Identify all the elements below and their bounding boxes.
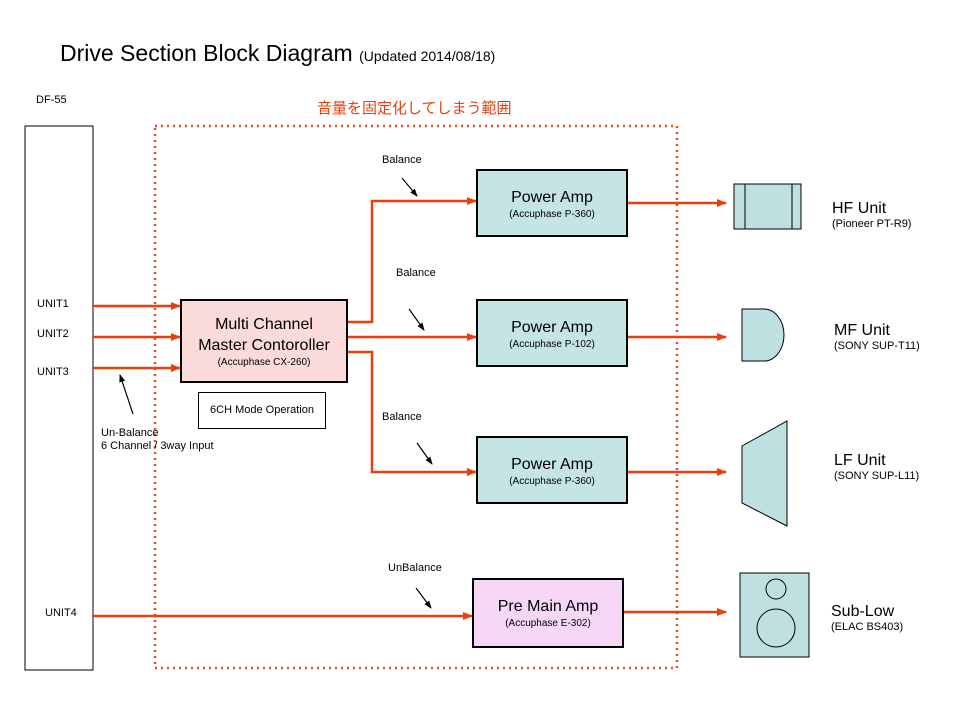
source-device-label: DF-55 [36, 94, 67, 106]
input-label-unit3: UNIT3 [37, 366, 69, 378]
lf-unit-label: LF Unit (SONY SUP-L11) [834, 452, 919, 482]
unit-model: (SONY SUP-L11) [834, 470, 920, 482]
input-note-line2: 6 Channel / 3way Input [101, 440, 214, 452]
input-note-line1: Un-Balance [101, 427, 159, 439]
unit-name: MF Unit [834, 322, 890, 339]
hf-unit-label: HF Unit (Pioneer PT-R9) [832, 200, 911, 230]
balance-arrow-3 [416, 442, 433, 465]
balance-arrow-1 [401, 177, 418, 197]
unit-name: LF Unit [834, 452, 886, 469]
cone-woofer-icon [741, 420, 788, 527]
speaker-cabinet-icon [739, 572, 810, 658]
dome-driver-icon [741, 308, 785, 362]
power-amp-hf: Power Amp (Accuphase P-360) [476, 169, 628, 237]
signal-label-hf: Balance [382, 154, 422, 166]
amp-model: (Accuphase E-302) [505, 618, 591, 629]
unit-model: (Pioneer PT-R9) [832, 218, 912, 230]
region-label: 音量を固定化してしまう範囲 [317, 99, 512, 117]
horn-tweeter-icon [733, 183, 802, 230]
amp-name: Power Amp [511, 189, 593, 206]
controller-model: (Accuphase CX-260) [217, 357, 311, 368]
unit-name: Sub-Low [831, 603, 895, 620]
power-amp-mf: Power Amp (Accuphase P-102) [476, 299, 628, 367]
input-note: Un-Balance 6 Channel / 3way Input [101, 427, 214, 453]
fixed-volume-region [153, 124, 679, 670]
balance-arrow-2 [408, 308, 425, 331]
amp-model: (Accuphase P-102) [509, 339, 595, 350]
signal-label-mf: Balance [396, 267, 436, 279]
df55-unit-box [24, 125, 94, 671]
title-updated: (Updated 2014/08/18) [359, 48, 496, 64]
master-controller-box: Multi Channel Master Contoroller (Accuph… [180, 299, 348, 383]
unit-name: HF Unit [832, 200, 887, 217]
amp-model: (Accuphase P-360) [509, 476, 595, 487]
power-amp-lf: Power Amp (Accuphase P-360) [476, 436, 628, 504]
mode-box: 6CH Mode Operation [198, 392, 326, 429]
input-label-unit2: UNIT2 [37, 328, 69, 340]
input-label-unit1: UNIT1 [37, 298, 69, 310]
page-title: Drive Section Block Diagram (Updated 201… [60, 40, 495, 67]
unit-model: (ELAC BS403) [831, 621, 904, 633]
unit-model: (SONY SUP-T11) [834, 340, 920, 352]
amp-name: Power Amp [511, 319, 593, 336]
signal-label-sublow: UnBalance [388, 562, 442, 574]
amp-name: Power Amp [511, 456, 593, 473]
amp-model: (Accuphase P-360) [509, 209, 595, 220]
mf-unit-label: MF Unit (SONY SUP-T11) [834, 322, 920, 352]
unbalance-input-arrow [119, 374, 134, 415]
title-main: Drive Section Block Diagram [60, 40, 353, 66]
controller-line1: Multi Channel [215, 316, 313, 333]
input-label-unit4: UNIT4 [45, 607, 77, 619]
amp-name: Pre Main Amp [497, 598, 599, 615]
signal-label-lf: Balance [382, 411, 422, 423]
pre-main-amp: Pre Main Amp (Accuphase E-302) [472, 578, 624, 648]
lf-channel-line [348, 350, 477, 476]
sublow-unit-label: Sub-Low (ELAC BS403) [831, 603, 903, 633]
controller-line2: Master Contoroller [198, 337, 330, 354]
unbalance-arrow [415, 587, 432, 609]
hf-channel-line [348, 197, 477, 324]
